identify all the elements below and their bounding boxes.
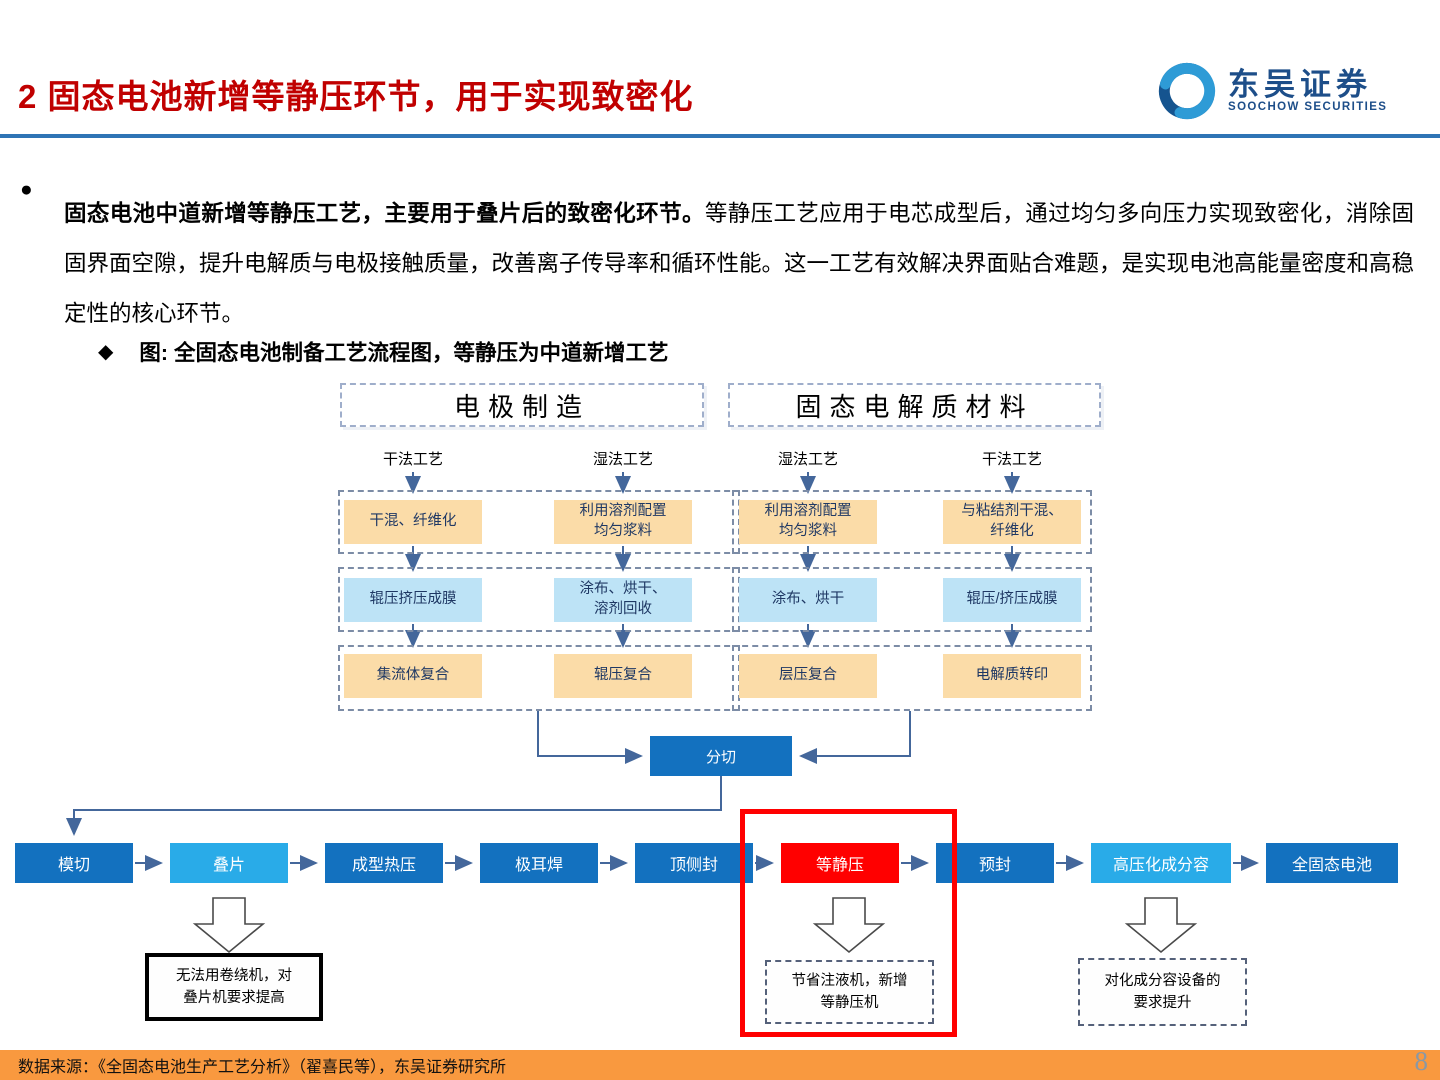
logo-cn-text: 东吴证券 (1228, 66, 1372, 102)
column-label-dry-2: 干法工艺 (981, 451, 1042, 468)
callout-stacking: 无法用卷绕机，对 叠片机要求提高 (145, 953, 323, 1021)
body-paragraph: 固态电池中道新增等静压工艺，主要用于叠片后的致密化环节。等静压工艺应用于电芯成型… (64, 189, 1414, 339)
process-box: 辊压挤压成膜 (344, 578, 482, 622)
assembly-step-box: 全固态电池 (1266, 843, 1398, 883)
column-label-dry-1: 干法工艺 (382, 451, 443, 468)
merge-step-box: 分切 (650, 736, 792, 776)
assembly-step-box: 预封 (936, 843, 1054, 883)
assembly-step-box: 叠片 (170, 843, 288, 883)
header-divider (0, 134, 1440, 138)
company-logo: 东吴证券 SOOCHOW SECURITIES (1158, 62, 1387, 120)
process-box: 电解质转印 (943, 654, 1081, 698)
logo-en-text: SOOCHOW SECURITIES (1228, 101, 1388, 114)
process-box: 利用溶剂配置 均匀浆料 (739, 500, 877, 544)
assembly-step-box: 极耳焊 (480, 843, 598, 883)
process-box: 涂布、烘干、 溶剂回收 (554, 578, 692, 622)
diamond-icon: ◆ (98, 341, 114, 363)
process-box: 利用溶剂配置 均匀浆料 (554, 500, 692, 544)
page-title: 2 固态电池新增等静压环节，用于实现致密化 (18, 78, 694, 115)
section-header-electrolyte: 固态电解质材料 (728, 383, 1101, 427)
process-box: 涂布、烘干 (739, 578, 877, 622)
process-box: 与粘结剂干混、 纤维化 (943, 500, 1081, 544)
row-rect-right-3 (732, 645, 1092, 711)
page-number: 8 (1414, 1046, 1429, 1076)
paragraph-normal-run: 等静压工艺应用于电芯成型后，通过均匀多向压力实现致密化，消除固固界面空隙，提升电… (64, 200, 1415, 326)
assembly-step-box: 成型热压 (325, 843, 443, 883)
process-box: 干混、纤维化 (344, 500, 482, 544)
data-source-text: 数据来源：《全固态电池生产工艺分析》（翟喜民等），东吴证券研究所 (18, 1059, 507, 1076)
process-box: 集流体复合 (344, 654, 482, 698)
section-header-electrode: 电极制造 (340, 383, 704, 427)
block-down-arrows (192, 897, 1198, 954)
paragraph-bold-run: 固态电池中道新增等静压工艺，主要用于叠片后的致密化环节。 (64, 200, 705, 226)
column-label-wet-1: 湿法工艺 (592, 451, 653, 468)
figure-caption: ◆ 图: 全固态电池制备工艺流程图，等静压为中道新增工艺 (98, 336, 669, 367)
figure-caption-text: 图: 全固态电池制备工艺流程图，等静压为中道新增工艺 (139, 341, 669, 365)
row-rect-right-1 (732, 490, 1092, 554)
assembly-step-box: 高压化成分容 (1091, 843, 1231, 883)
process-box: 辊压/挤压成膜 (943, 578, 1081, 622)
assembly-step-box-isostatic: 等静压 (781, 843, 899, 883)
column-label-wet-2: 湿法工艺 (777, 451, 838, 468)
soochow-logo-icon (1158, 62, 1216, 120)
row-rect-right-2 (732, 567, 1092, 632)
bullet-icon: ● (20, 178, 33, 201)
footer-bar: 数据来源：《全固态电池生产工艺分析》（翟喜民等），东吴证券研究所 (0, 1050, 1440, 1080)
callout-formation: 对化成分容设备的 要求提升 (1078, 958, 1247, 1026)
process-box: 辊压复合 (554, 654, 692, 698)
assembly-step-box: 模切 (15, 843, 133, 883)
assembly-step-box: 顶侧封 (635, 843, 753, 883)
process-box: 层压复合 (739, 654, 877, 698)
callout-isostatic: 节省注液机，新增 等静压机 (765, 960, 934, 1024)
